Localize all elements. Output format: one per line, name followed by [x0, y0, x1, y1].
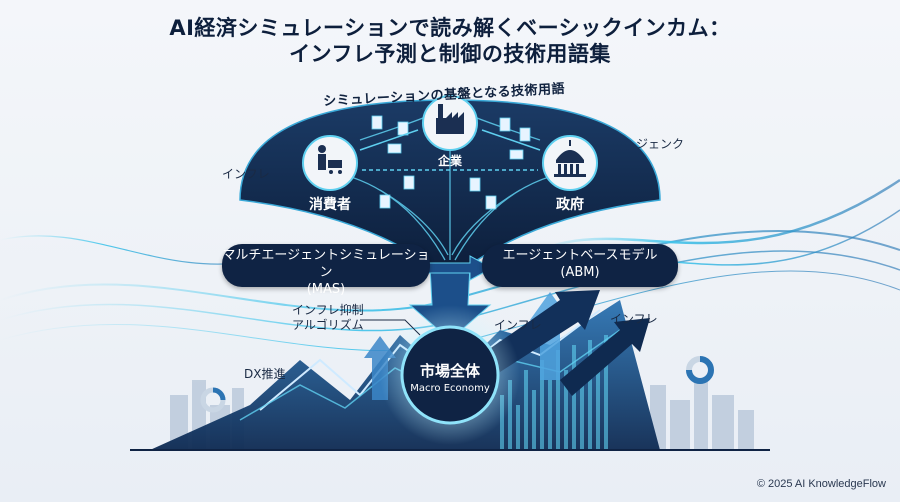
capitol-icon: [554, 140, 586, 177]
government-node: [542, 135, 598, 191]
company-label: 企業: [437, 154, 462, 168]
consumer-node: [302, 135, 358, 191]
inflation-label-right: インフレ: [610, 312, 658, 326]
donut-chart-left: [200, 387, 226, 413]
donut-chart-right: [686, 356, 714, 384]
abm-line2: (ABM): [560, 265, 600, 280]
dx-label: DX推進: [244, 367, 286, 381]
inflation-label-mid: インフレ: [494, 318, 542, 332]
abm-line1: エージェントベースモデル: [502, 248, 658, 263]
genk-label: ジェンク: [636, 137, 685, 151]
page-title-line1: AI経済シミュレーションで読み解くベーシックインカム：: [169, 16, 731, 40]
government-label: 政府: [556, 197, 584, 213]
page-title-line2: インフレ予測と制御の技術用語集: [289, 42, 611, 66]
inflation-algorithm-line1: インフレ抑制: [292, 303, 364, 317]
macro-economy-label: 市場全体 Macro Economy: [398, 360, 502, 394]
shopper-icon: [318, 145, 342, 174]
inflation-algorithm-line2: アルゴリズム: [292, 318, 364, 332]
factory-icon: [436, 104, 464, 134]
macro-economy-node: [400, 325, 500, 425]
document-icons: [371, 115, 531, 210]
abm-pill: エージェントベースモデル (ABM): [482, 244, 678, 287]
inflation-algorithm-label: インフレ抑制 アルゴリズム: [292, 303, 364, 333]
mas-pill: マルチエージェントシミュレーション (MAS): [222, 244, 430, 297]
inflation-label-left: インフレ: [222, 167, 270, 181]
mas-line1: マルチエージェントシミュレーション: [222, 248, 430, 280]
company-node: [422, 95, 478, 151]
copyright: © 2025 AI KnowledgeFlow: [756, 478, 886, 490]
macro-economy-line2: Macro Economy: [410, 383, 490, 394]
consumer-label: 消費者: [309, 197, 351, 213]
mas-line2: (MAS): [306, 282, 346, 297]
macro-economy-line1: 市場全体: [419, 362, 480, 380]
